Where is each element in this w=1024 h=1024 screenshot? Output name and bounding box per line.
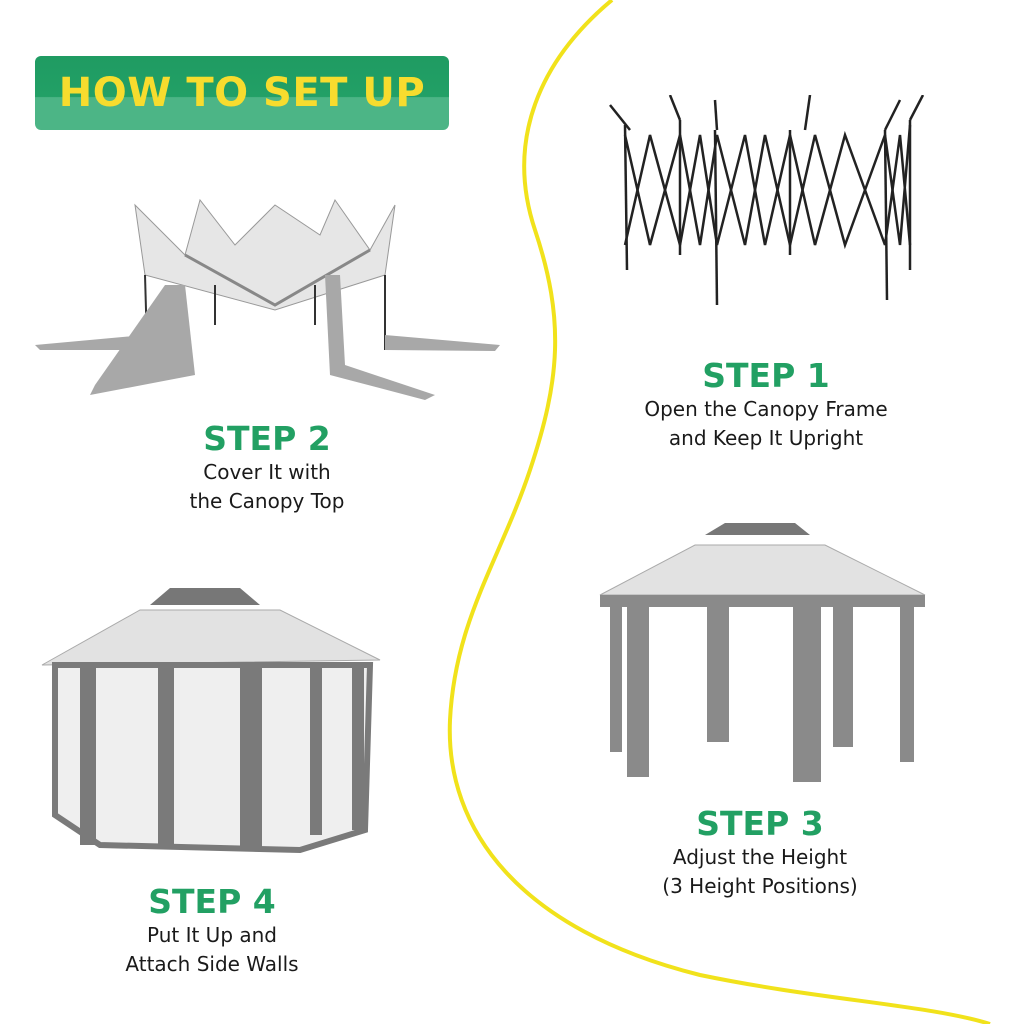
gazebo-side-walls-image <box>41 588 381 854</box>
step-description: Attach Side Walls <box>125 952 299 976</box>
canopy-top-image <box>35 198 500 400</box>
step-description: Cover It with <box>203 460 331 484</box>
step-description: the Canopy Top <box>189 489 345 513</box>
banner-title: HOW TO SET UP <box>58 70 426 116</box>
step-3: STEP 3 Adjust the Height (3 Height Posit… <box>600 805 920 901</box>
step-title: STEP 1 <box>702 356 830 395</box>
step-description: and Keep It Upright <box>668 426 864 450</box>
step-title: STEP 4 <box>148 882 276 921</box>
how-to-set-up-banner: HOW TO SET UP <box>35 56 449 130</box>
step-title: STEP 2 <box>203 419 331 458</box>
step-1: STEP 1 Open the Canopy Frame and Keep It… <box>606 357 926 453</box>
step-title: STEP 3 <box>696 804 824 843</box>
step-4: STEP 4 Put It Up and Attach Side Walls <box>52 883 372 979</box>
step-description: Put It Up and <box>147 923 277 947</box>
step-description: Open the Canopy Frame <box>644 397 888 421</box>
step-description: (3 Height Positions) <box>662 874 858 898</box>
step-description: Adjust the Height <box>672 845 848 869</box>
gazebo-height-image <box>599 523 926 782</box>
canopy-frame-image <box>609 95 925 306</box>
step-2: STEP 2 Cover It with the Canopy Top <box>107 420 427 516</box>
